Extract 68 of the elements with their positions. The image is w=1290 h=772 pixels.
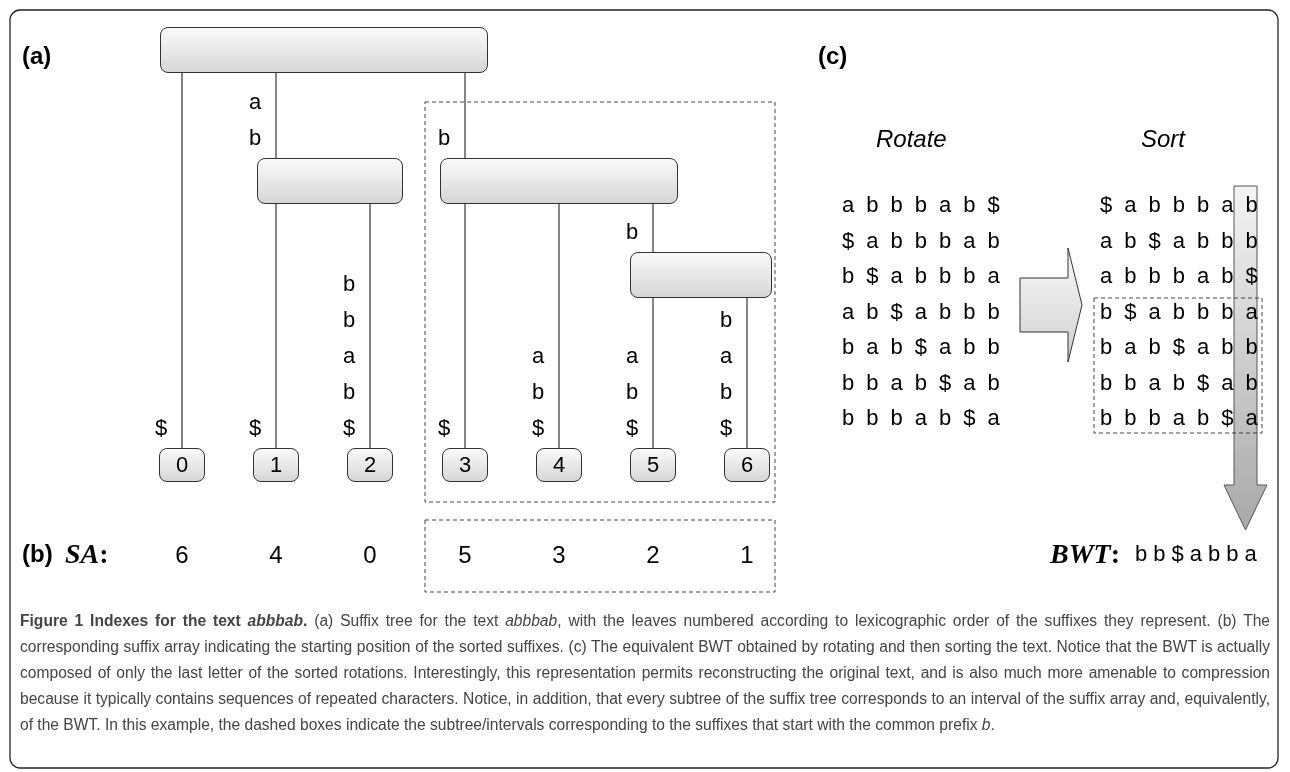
tree-edge	[275, 72, 277, 159]
leaf-box	[724, 448, 770, 482]
rotation-string: bab$abb	[842, 334, 1012, 360]
rotation-string: abbbab$	[842, 192, 1012, 218]
leaf-box	[347, 448, 393, 482]
array-value: 5	[457, 541, 473, 569]
edge-label: $	[154, 414, 168, 442]
array-value: 0	[362, 541, 378, 569]
leaf-number: 4	[552, 452, 566, 478]
figure-caption: Figure 1 Indexes for the text abbbab. (a) Suffix tree for the text abbbab, with the leaves numbered according to lexicographic order of the suffixes they represent. (b) The corresponding suffix array indicating the starting position of the sorted suffixes. (c) The equivalent BWT obtained by rotating and then sorting the text. Notice that the BWT is actually composed of only the last letter of the sorted rotations. Interestingly, this representation permits reconstructing the original text, and is also much more amenable to compression because it typically contains sequences of repeated characters. Notice, in addition, that every subtree of the suffix tree corresponds to an interval of the suffix array and, equivalently, of the BWT. In this example, the dashed boxes indicate the subtree/intervals corresponding to the suffixes that start with the common prefix b.	[20, 611, 1270, 735]
internal-node-box	[630, 252, 772, 298]
edge-label: ab$	[625, 342, 639, 442]
array-label: SA:	[65, 538, 109, 570]
rotation-string: $abbbab	[842, 227, 1012, 254]
array-value: 2	[645, 541, 661, 569]
internal-node-box	[257, 158, 403, 204]
leaf-number: 1	[269, 452, 283, 478]
rotation-string: bbab$ab	[842, 369, 1012, 396]
edge-label: b	[625, 218, 639, 246]
edge-label: $	[248, 414, 262, 442]
bwt-string: bb$abba	[1135, 541, 1263, 567]
leaf-box	[630, 448, 676, 482]
sorted-rotation: bbbab$a	[1100, 405, 1270, 431]
rotation-string: bbbab$a	[842, 405, 1012, 431]
rotation-string: b$abbba	[842, 263, 1012, 289]
array-value: 6	[174, 541, 190, 569]
tree-edge	[558, 203, 560, 449]
edge-label: bbab$	[342, 270, 356, 442]
array-value: 1	[739, 541, 755, 569]
sorted-rotation: $abbbab	[1100, 192, 1270, 218]
leaf-box	[159, 448, 205, 482]
tree-edge	[746, 297, 748, 449]
edge-label: ab	[248, 88, 262, 152]
internal-node-box	[160, 27, 488, 73]
sorted-rotation: abbbab$	[1100, 263, 1270, 289]
leaf-box	[536, 448, 582, 482]
leaf-number: 5	[646, 452, 660, 478]
column-heading: Sort	[1141, 125, 1185, 153]
sorted-rotation: b$abbba	[1100, 298, 1270, 325]
array-value: 3	[551, 541, 567, 569]
tree-edge	[275, 203, 277, 449]
tree-edge	[652, 297, 654, 449]
edge-label: bab$	[719, 306, 733, 442]
tree-edge	[464, 72, 466, 159]
array-label: BWT:	[1050, 538, 1120, 570]
leaf-box	[442, 448, 488, 482]
panel-label: (b)	[22, 540, 53, 568]
edge-label: $	[437, 414, 451, 442]
edge-label: b	[437, 124, 451, 152]
array-value: 4	[268, 541, 284, 569]
panel-label: (a)	[22, 42, 52, 70]
sorted-rotation: ab$abbb	[1100, 227, 1270, 254]
leaf-box	[253, 448, 299, 482]
internal-node-box	[440, 158, 678, 204]
leaf-number: 2	[363, 452, 377, 478]
tree-edge	[652, 203, 654, 253]
leaf-number: 3	[458, 452, 472, 478]
panel-label: (c)	[818, 42, 848, 70]
edge-label: ab$	[531, 342, 545, 442]
sorted-rotation: bab$abb	[1100, 334, 1270, 360]
leaf-number: 6	[740, 452, 754, 478]
rotation-string: ab$abbb	[842, 298, 1012, 325]
tree-edge	[369, 203, 371, 449]
tree-edge	[181, 72, 183, 449]
column-heading: Rotate	[876, 125, 947, 153]
leaf-number: 0	[175, 452, 189, 478]
tree-edge	[464, 203, 466, 449]
sorted-rotation: bbab$ab	[1100, 369, 1270, 396]
